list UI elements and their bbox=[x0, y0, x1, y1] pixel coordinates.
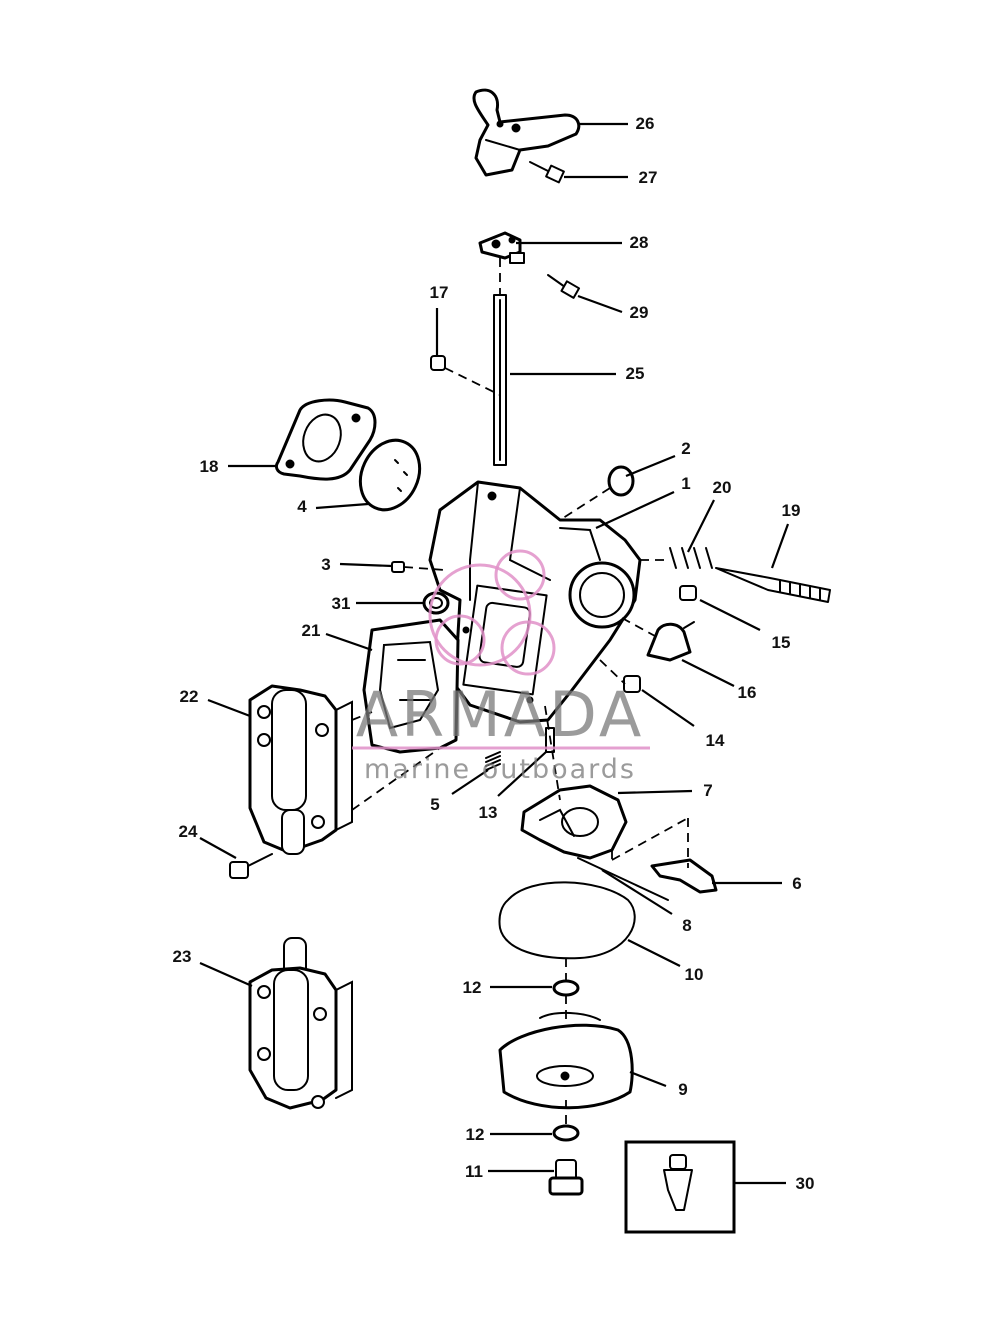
part-12-washer-upper bbox=[552, 979, 580, 997]
part-28-lever-fitting bbox=[478, 231, 525, 264]
part-8-float-pin bbox=[577, 857, 669, 901]
callout-30: 30 bbox=[796, 1174, 815, 1193]
part-20-spring bbox=[669, 547, 713, 569]
callout-24: 24 bbox=[179, 822, 198, 841]
callout-1: 1 bbox=[681, 474, 690, 493]
part-3-pin bbox=[391, 561, 405, 573]
callout-23: 23 bbox=[173, 947, 192, 966]
callout-19: 19 bbox=[782, 501, 801, 520]
part-5-spring bbox=[485, 751, 501, 771]
part-17-screw bbox=[430, 355, 446, 371]
callout-labels: 26 27 28 29 17 25 18 2 1 20 19 4 3 15 31… bbox=[173, 114, 815, 1193]
callout-6: 6 bbox=[792, 874, 801, 893]
callout-3: 3 bbox=[321, 555, 330, 574]
callout-9: 9 bbox=[678, 1080, 687, 1099]
part-11-drain-plug bbox=[548, 1159, 584, 1196]
part-26-throttle-lever bbox=[472, 88, 581, 177]
callout-5: 5 bbox=[430, 795, 439, 814]
part-7-float bbox=[520, 784, 628, 860]
watermark: ARMADA marine outboards bbox=[352, 549, 650, 785]
part-12-washer-lower bbox=[552, 1124, 580, 1142]
part-27-screw bbox=[529, 161, 565, 184]
assembly-lines bbox=[351, 258, 689, 1126]
part-6-float-bracket bbox=[650, 858, 718, 894]
callout-20: 20 bbox=[713, 478, 732, 497]
callout-28: 28 bbox=[630, 233, 649, 252]
callout-4: 4 bbox=[297, 497, 307, 516]
callout-12-lower: 12 bbox=[466, 1125, 485, 1144]
part-22-fuel-pump bbox=[248, 684, 353, 855]
watermark-logo bbox=[428, 549, 556, 676]
callout-18: 18 bbox=[200, 457, 219, 476]
part-16-clip bbox=[646, 621, 695, 662]
callout-11: 11 bbox=[465, 1162, 483, 1181]
callout-29: 29 bbox=[630, 303, 649, 322]
part-23-fuel-pump-alternate bbox=[248, 937, 353, 1110]
callout-17: 17 bbox=[430, 283, 449, 302]
watermark-brand: ARMADA bbox=[356, 678, 644, 751]
callout-15: 15 bbox=[772, 633, 791, 652]
part-2-cap bbox=[607, 465, 635, 497]
leader-lines bbox=[199, 122, 790, 1185]
part-31-plug bbox=[422, 591, 450, 615]
callout-26: 26 bbox=[636, 114, 655, 133]
part-1-carburetor-body bbox=[428, 480, 642, 724]
part-24-screw bbox=[229, 853, 273, 879]
callout-27: 27 bbox=[639, 168, 658, 187]
part-4-diaphragm bbox=[358, 438, 422, 512]
part-30-fitting-boxed bbox=[624, 1140, 736, 1234]
part-10-bowl-gasket bbox=[498, 881, 636, 960]
callout-31: 31 bbox=[332, 594, 351, 613]
callout-12-upper: 12 bbox=[463, 978, 482, 997]
callout-10: 10 bbox=[685, 965, 704, 984]
part-19-mixture-needle bbox=[715, 567, 831, 603]
callout-16: 16 bbox=[738, 683, 757, 702]
callout-14: 14 bbox=[706, 731, 725, 750]
callout-13: 13 bbox=[479, 803, 498, 822]
part-9-float-bowl bbox=[498, 1011, 634, 1110]
part-25-throttle-shaft bbox=[493, 294, 507, 466]
callout-2: 2 bbox=[681, 439, 690, 458]
callout-25: 25 bbox=[626, 364, 645, 383]
callout-8: 8 bbox=[682, 916, 691, 935]
part-15-screw bbox=[679, 585, 697, 601]
part-29-screw bbox=[547, 274, 581, 299]
callout-7: 7 bbox=[703, 781, 712, 800]
watermark-tagline: marine outboards bbox=[364, 754, 636, 785]
part-18-gasket bbox=[274, 398, 377, 481]
part-21-gasket bbox=[362, 618, 460, 754]
callout-22: 22 bbox=[180, 687, 199, 706]
callout-21: 21 bbox=[302, 621, 321, 640]
